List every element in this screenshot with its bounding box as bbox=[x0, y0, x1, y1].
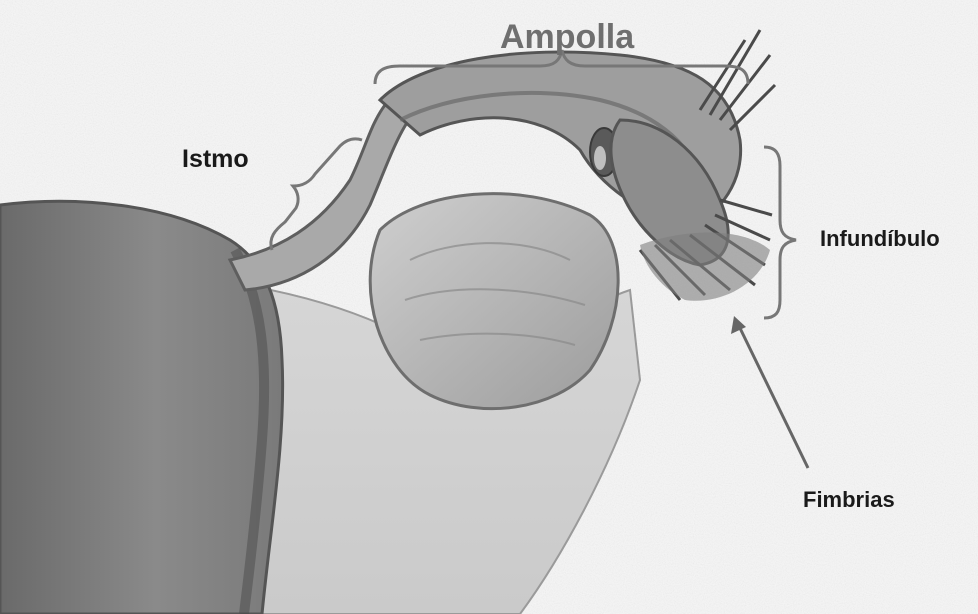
fimbrias-label: Fimbrias bbox=[803, 489, 895, 511]
ampolla-label: Ampolla bbox=[500, 20, 634, 54]
infundibulum-opening-highlight bbox=[594, 146, 606, 170]
istmo-label: Istmo bbox=[182, 147, 249, 172]
infundibulo-label: Infundíbulo bbox=[820, 228, 940, 250]
ovary bbox=[370, 194, 618, 409]
